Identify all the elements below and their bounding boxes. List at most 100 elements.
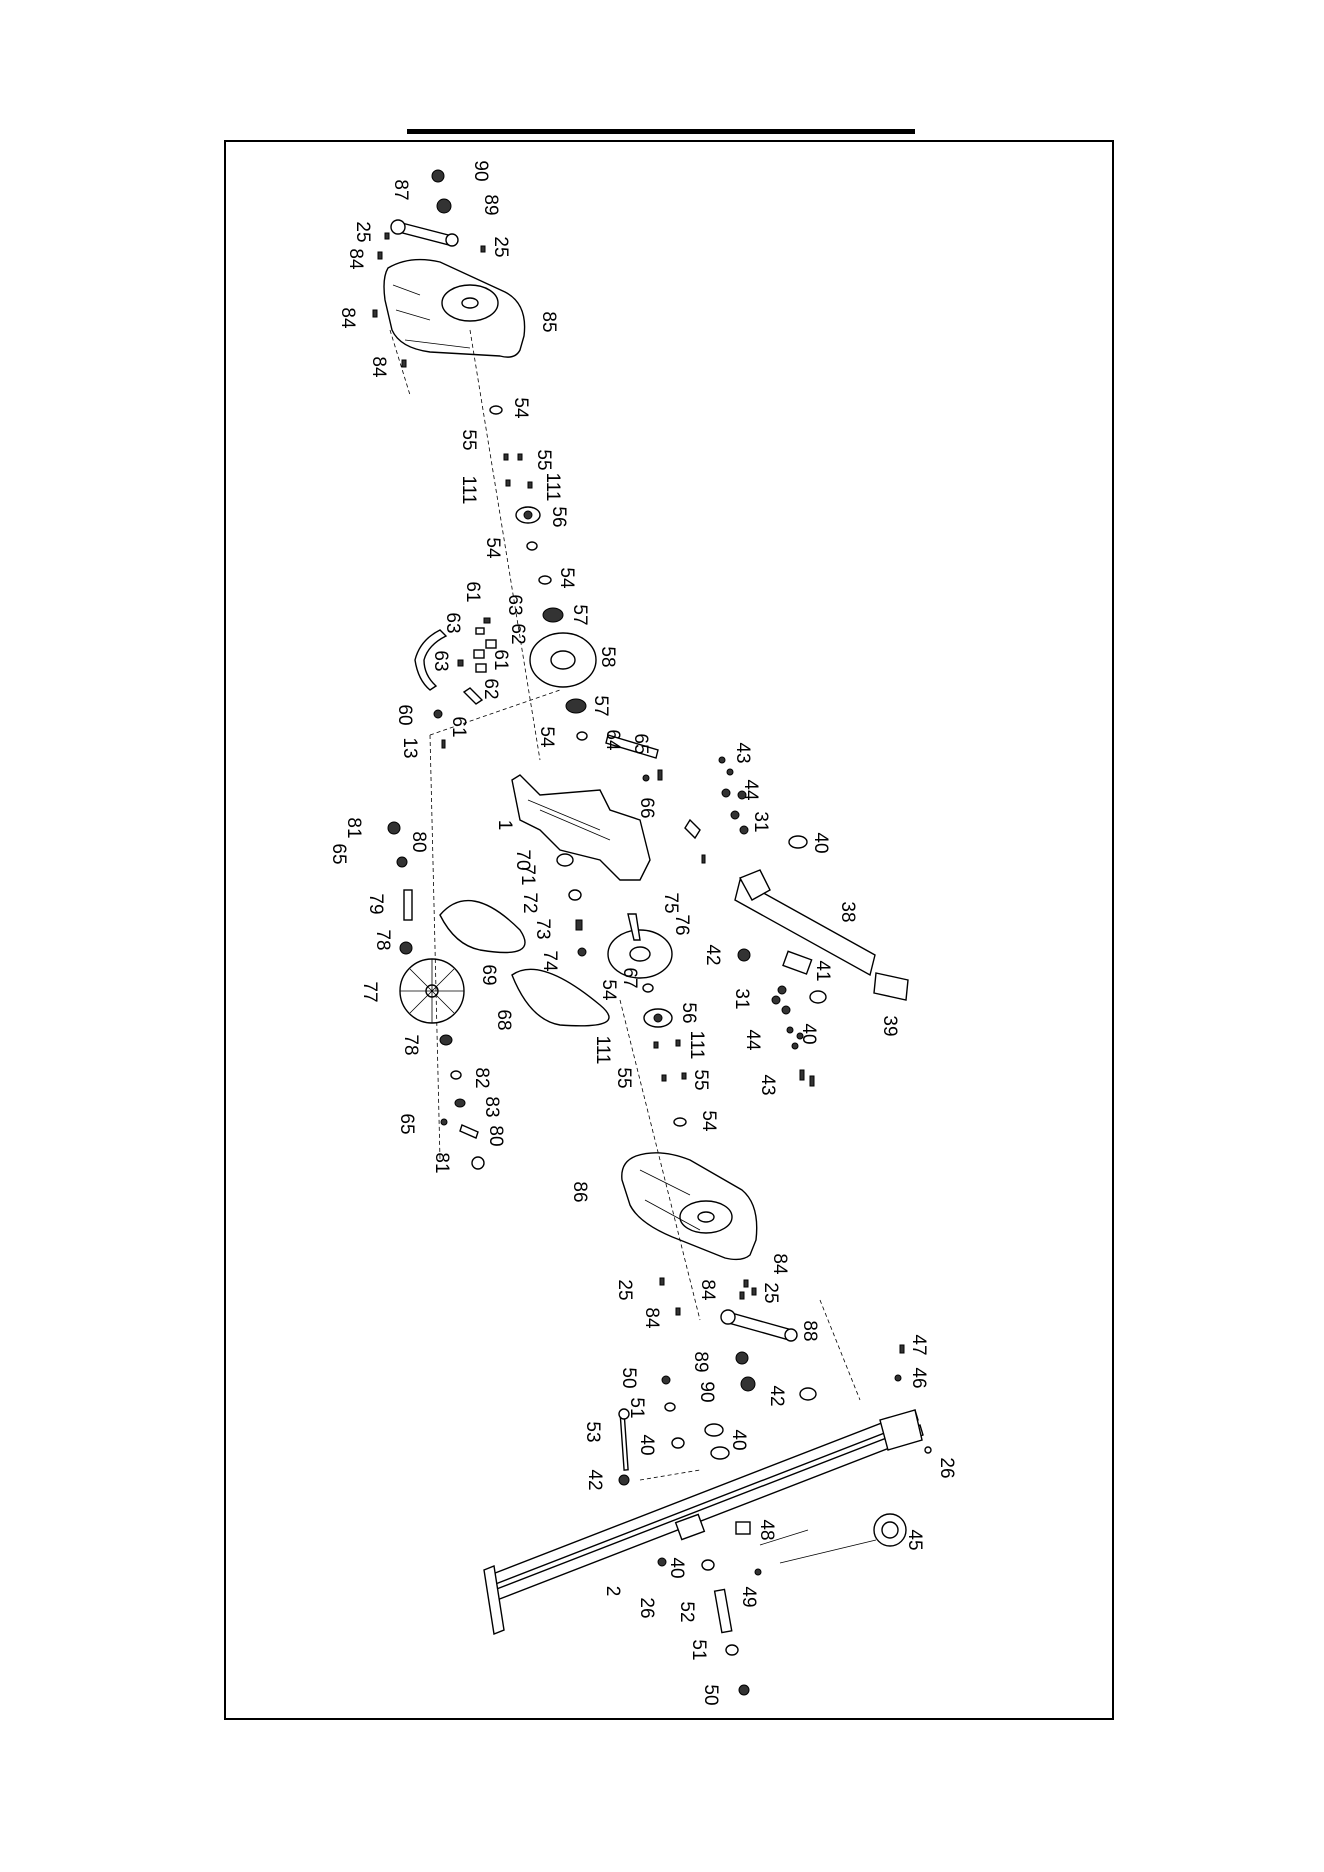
part-callout-c81b: 81: [431, 1152, 452, 1173]
part-callout-c55c: 55: [613, 1067, 634, 1088]
crank-arm-left: [390, 219, 459, 247]
part-callout-c88: 88: [799, 1320, 820, 1341]
part-callout-c67: 67: [619, 967, 640, 988]
header-rule: [407, 129, 915, 134]
part-callout-c79: 79: [365, 893, 386, 914]
part-callout-c71: 71: [517, 864, 538, 885]
part-callout-c48: 48: [756, 1519, 777, 1540]
part-callout-c26b: 26: [636, 1597, 657, 1618]
part-callout-c42a: 42: [702, 944, 723, 965]
reference-line: [639, 1469, 701, 1481]
part-callout-c47: 47: [908, 1334, 929, 1355]
adjust-bolt: [605, 734, 659, 759]
part-callout-c43a: 43: [732, 742, 753, 763]
part-callout-c87: 87: [390, 179, 411, 200]
part-callout-c86: 86: [569, 1181, 590, 1202]
part-callout-c25d: 25: [760, 1282, 781, 1303]
reference-line: [819, 1299, 861, 1401]
part-callout-c31b: 31: [731, 988, 752, 1009]
bearing-part: [565, 698, 587, 714]
rail-end-cap: [483, 1565, 505, 1635]
part-callout-c84e: 84: [697, 1279, 718, 1301]
part-callout-c52: 52: [676, 1601, 697, 1622]
part-callout-c55a: 55: [458, 429, 479, 450]
part-callout-c111a: 111: [458, 476, 479, 505]
part-callout-c38: 38: [837, 901, 858, 922]
part-callout-c60: 60: [394, 704, 415, 725]
reference-line: [429, 689, 561, 736]
main-bracket: [511, 734, 706, 881]
magnet-bracket: [414, 629, 448, 691]
part-callout-c54a: 54: [510, 397, 531, 419]
part-callout-c31a: 31: [750, 811, 771, 832]
part-callout-c54d: 54: [536, 726, 557, 748]
part-callout-c44a: 44: [740, 779, 761, 801]
end-cap: [873, 972, 909, 1001]
drive-pulleys: [387, 821, 673, 1046]
part-callout-c55d: 55: [690, 1069, 711, 1090]
part-callout-c72: 72: [519, 892, 540, 913]
part-callout-c66: 66: [636, 797, 657, 818]
chain-cover-inner: [621, 1152, 798, 1392]
part-callout-c50a: 50: [618, 1367, 639, 1388]
part-callout-c85: 85: [538, 311, 559, 332]
screw-part: [372, 309, 378, 318]
part-callout-c70: 70: [512, 849, 533, 870]
part-callout-c25b: 25: [490, 236, 511, 257]
part-callout-c63c: 63: [430, 650, 451, 671]
small-belt: [511, 968, 610, 1027]
diagram-frame: [224, 140, 1114, 1720]
part-callout-c25c: 25: [614, 1279, 635, 1300]
part-callout-c54c: 54: [556, 567, 577, 589]
part-callout-c78a: 78: [372, 929, 393, 950]
reference-line: [619, 999, 701, 1321]
part-callout-c55b: 55: [533, 449, 554, 470]
part-callout-c2: 2: [602, 1586, 623, 1597]
washer-part: [436, 198, 452, 214]
part-callout-c1: 1: [494, 820, 515, 831]
part-callout-c61c: 61: [448, 716, 469, 737]
part-callout-c90b: 90: [696, 1381, 717, 1402]
part-callout-c40c: 40: [636, 1434, 657, 1455]
part-callout-c63a: 63: [504, 594, 525, 615]
part-callout-c73: 73: [532, 918, 553, 939]
magnet-assembly: [414, 617, 497, 749]
part-callout-c40d: 40: [728, 1429, 749, 1450]
drive-belt: [439, 900, 526, 954]
part-callout-c90a: 90: [470, 160, 491, 181]
part-callout-c74: 74: [539, 950, 560, 972]
part-callout-c75: 75: [660, 892, 681, 913]
part-callout-c77: 77: [359, 981, 380, 1002]
part-callout-c63b: 63: [442, 612, 463, 633]
part-callout-c81a: 81: [343, 817, 364, 838]
part-callout-c40b: 40: [798, 1023, 819, 1044]
part-callout-c78b: 78: [400, 1034, 421, 1055]
part-callout-c84b: 84: [337, 307, 358, 329]
bearing-stack-upper: [489, 405, 597, 741]
upper-assembly: [372, 169, 541, 761]
part-callout-c57a: 57: [569, 604, 590, 625]
support-arm: [718, 756, 909, 1087]
part-callout-c50b: 50: [700, 1684, 721, 1705]
part-callout-c58: 58: [597, 646, 618, 667]
part-callout-c25a: 25: [352, 221, 373, 242]
part-callout-c65c: 65: [396, 1113, 417, 1134]
washer-part: [489, 405, 503, 415]
part-callout-c45: 45: [904, 1529, 925, 1550]
part-callout-c13: 13: [399, 737, 420, 758]
part-callout-c56a: 56: [548, 506, 569, 527]
part-callout-c80a: 80: [408, 831, 429, 852]
part-callout-c68: 68: [493, 1009, 514, 1030]
part-callout-c62b: 62: [480, 678, 501, 699]
part-callout-c26a: 26: [936, 1457, 957, 1478]
part-callout-c111c: 111: [592, 1036, 613, 1065]
part-callout-c64: 64: [602, 729, 623, 751]
part-callout-c40a: 40: [810, 832, 831, 853]
part-callout-c82: 82: [471, 1067, 492, 1088]
bearing-part: [542, 607, 564, 623]
pin-part: [713, 1588, 733, 1634]
part-callout-c57b: 57: [590, 695, 611, 716]
part-callout-c65a: 65: [630, 733, 651, 754]
